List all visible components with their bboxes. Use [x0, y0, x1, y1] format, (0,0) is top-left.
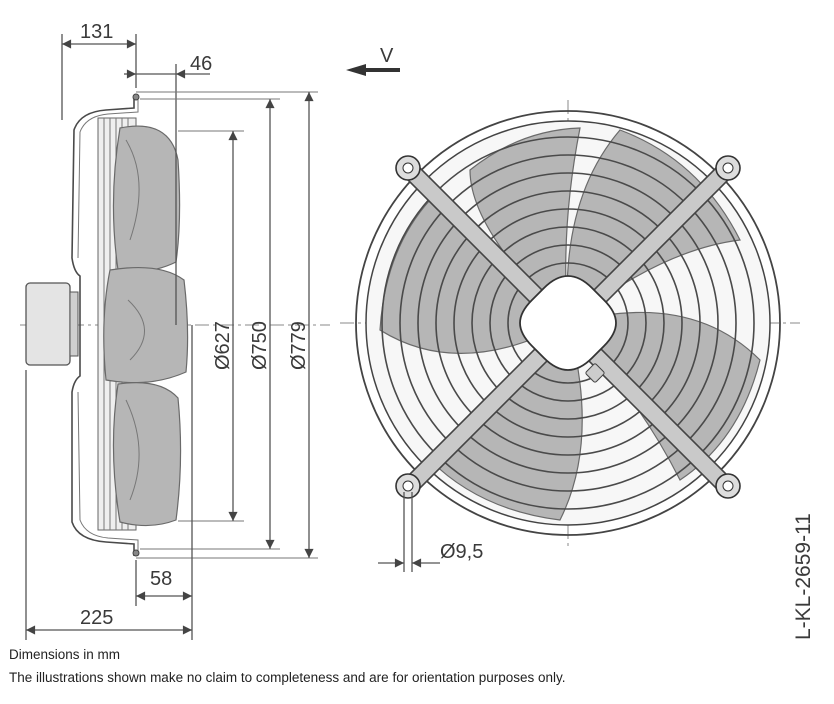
side-view: 131 46 Ø627 Ø750 Ø779 58 225: [20, 21, 330, 640]
dim-9-5-label: Ø9,5: [440, 541, 483, 563]
dim-750-label: Ø750: [249, 321, 271, 370]
front-view: Ø9,5: [340, 100, 800, 572]
mounting-holes: [395, 155, 741, 499]
drawing-code: L-KL-2659-11: [792, 513, 815, 640]
guard-rings-front: [381, 136, 755, 510]
cable-gland: [585, 363, 605, 383]
dim-627-label: Ø627: [212, 321, 234, 370]
dim-58-label: 58: [150, 568, 172, 590]
guard-profile: [71, 95, 135, 556]
blade-side-upper: [112, 125, 181, 272]
guard-profile-inner: [77, 95, 139, 556]
units-note: Dimensions in mm: [9, 647, 121, 662]
dim-225-label: 225: [80, 607, 113, 629]
blade-side-lower: [112, 382, 182, 527]
outer-ring: [355, 110, 781, 536]
dim-131-label: 131: [80, 21, 113, 43]
dim-46-label: 46: [190, 53, 212, 75]
motor-flange: [69, 291, 79, 357]
dim-779-label: Ø779: [288, 321, 310, 370]
view-marker-label: V: [380, 45, 394, 67]
blade-side-middle: [103, 266, 189, 384]
view-arrow: V: [346, 45, 400, 76]
hub-plate: [519, 275, 617, 371]
blades-front: [379, 127, 761, 521]
motor-housing: [25, 282, 71, 366]
disclaimer-note: The illustrations shown make no claim to…: [9, 670, 566, 685]
